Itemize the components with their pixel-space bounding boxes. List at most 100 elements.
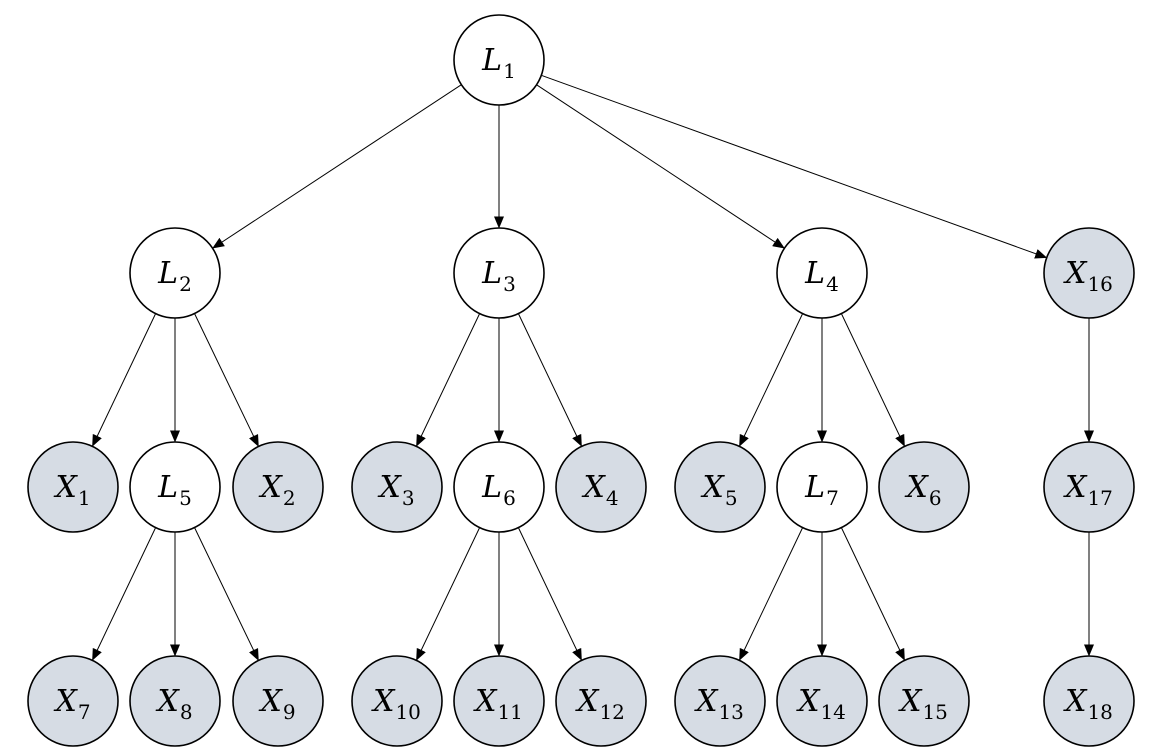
edge-layer — [92, 74, 1094, 661]
node-letter: L — [804, 470, 825, 505]
node-x7: X7 — [27, 655, 119, 747]
node-circle — [776, 227, 868, 319]
node-letter: X — [371, 684, 396, 719]
node-subscript: 18 — [1087, 700, 1112, 724]
edge-l6-to-x10 — [416, 527, 481, 661]
node-letter: L — [157, 470, 178, 505]
node-subscript: 5 — [725, 486, 738, 510]
node-x6: X6 — [878, 441, 970, 533]
node-letter: X — [473, 684, 498, 719]
node-x14: X14 — [776, 655, 868, 747]
edge-l6-to-x12 — [517, 527, 582, 661]
node-x16: X16 — [1043, 227, 1135, 319]
edge-l1-to-l2 — [212, 84, 462, 249]
node-l2: L2 — [129, 227, 221, 319]
node-circle — [1043, 655, 1135, 747]
node-letter: X — [581, 470, 606, 505]
node-letter: X — [575, 684, 600, 719]
node-subscript: 7 — [826, 486, 839, 510]
node-l7: L7 — [776, 441, 868, 533]
node-subscript: 11 — [497, 700, 522, 724]
node-subscript: 2 — [179, 272, 192, 296]
node-letter: X — [694, 684, 719, 719]
edge-l5-to-x7 — [92, 527, 157, 661]
node-label: X15 — [898, 684, 948, 724]
node-circle — [674, 441, 766, 533]
node-circle — [1043, 227, 1135, 319]
node-label: X16 — [1063, 256, 1113, 296]
node-l3: L3 — [453, 227, 545, 319]
node-l4: L4 — [776, 227, 868, 319]
node-x11: X11 — [453, 655, 545, 747]
node-label: L5 — [157, 470, 192, 510]
node-l1: L1 — [453, 14, 545, 106]
node-l5: L5 — [129, 441, 221, 533]
node-subscript: 3 — [503, 272, 516, 296]
node-circle — [453, 227, 545, 319]
node-l6: L6 — [453, 441, 545, 533]
edge-l1-to-x16 — [541, 74, 1048, 259]
node-subscript: 16 — [1087, 272, 1112, 296]
node-letter: X — [1063, 256, 1088, 291]
node-label: L1 — [481, 43, 516, 83]
node-letter: L — [804, 256, 825, 291]
node-circle — [1043, 441, 1135, 533]
node-circle — [674, 655, 766, 747]
node-letter: X — [258, 470, 283, 505]
node-letter: X — [155, 684, 180, 719]
node-letter: X — [700, 470, 725, 505]
node-label: L4 — [804, 256, 839, 296]
node-subscript: 4 — [826, 272, 839, 296]
node-circle — [351, 441, 443, 533]
node-letter: X — [53, 684, 78, 719]
node-label: X4 — [581, 470, 618, 510]
node-letter: X — [377, 470, 402, 505]
node-letter: X — [904, 470, 929, 505]
edge-l1-to-l4 — [536, 84, 785, 249]
node-circle — [27, 441, 119, 533]
node-subscript: 10 — [395, 700, 420, 724]
node-circle — [27, 655, 119, 747]
node-label: X11 — [473, 684, 523, 724]
edge-l4-to-x5 — [739, 313, 804, 447]
node-subscript: 3 — [402, 486, 415, 510]
node-label: L3 — [481, 256, 516, 296]
node-circle — [555, 655, 647, 747]
node-circle — [232, 441, 324, 533]
node-letter: X — [796, 684, 821, 719]
node-circle — [129, 441, 221, 533]
node-letter: X — [1063, 470, 1088, 505]
node-subscript: 4 — [606, 486, 619, 510]
node-circle — [776, 441, 868, 533]
node-letter: L — [481, 43, 502, 78]
node-circle — [878, 441, 970, 533]
node-subscript: 1 — [503, 59, 516, 83]
edge-l4-to-x6 — [840, 313, 905, 447]
node-subscript: 6 — [929, 486, 942, 510]
node-circle — [351, 655, 443, 747]
node-label: L2 — [157, 256, 192, 296]
node-subscript: 2 — [283, 486, 296, 510]
node-x15: X15 — [878, 655, 970, 747]
node-circle — [453, 655, 545, 747]
node-x17: X17 — [1043, 441, 1135, 533]
node-label: X14 — [796, 684, 846, 724]
node-circle — [232, 655, 324, 747]
node-subscript: 6 — [503, 486, 516, 510]
node-x9: X9 — [232, 655, 324, 747]
node-subscript: 17 — [1087, 486, 1112, 510]
node-subscript: 1 — [78, 486, 91, 510]
edge-l7-to-x13 — [739, 527, 804, 661]
node-label: X9 — [258, 684, 295, 724]
node-label: X6 — [904, 470, 941, 510]
node-circle — [453, 14, 545, 106]
node-subscript: 15 — [922, 700, 947, 724]
node-label: X18 — [1063, 684, 1113, 724]
node-label: L7 — [804, 470, 839, 510]
node-letter: X — [53, 470, 78, 505]
node-label: X13 — [694, 684, 744, 724]
edge-l7-to-x15 — [840, 527, 905, 661]
node-x1: X1 — [27, 441, 119, 533]
node-subscript: 7 — [78, 700, 91, 724]
